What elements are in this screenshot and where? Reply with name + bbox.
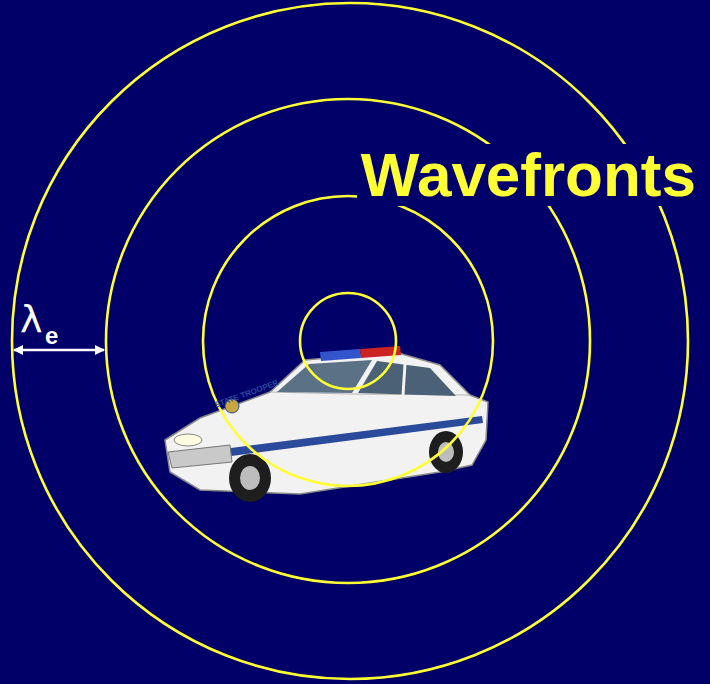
car-lightbar-blue: [320, 349, 361, 361]
wavefront-circle: [203, 196, 493, 486]
wavelength-subscript: e: [44, 324, 59, 348]
wavelength-symbol: λ: [19, 300, 44, 338]
wavefront-circle: [12, 3, 688, 679]
car-headlight: [174, 434, 202, 446]
wavefront-circle: [300, 293, 396, 389]
car-grille: [168, 445, 232, 468]
wavelength-arrow: [14, 349, 104, 352]
car-body: [165, 352, 488, 494]
wavefronts: [12, 3, 688, 679]
car-hubcap: [240, 466, 260, 490]
police-car: [165, 346, 488, 502]
car-side-window: [358, 361, 456, 396]
car-pillar: [403, 364, 405, 395]
diagram-title-label: Wavefronts: [357, 144, 700, 206]
